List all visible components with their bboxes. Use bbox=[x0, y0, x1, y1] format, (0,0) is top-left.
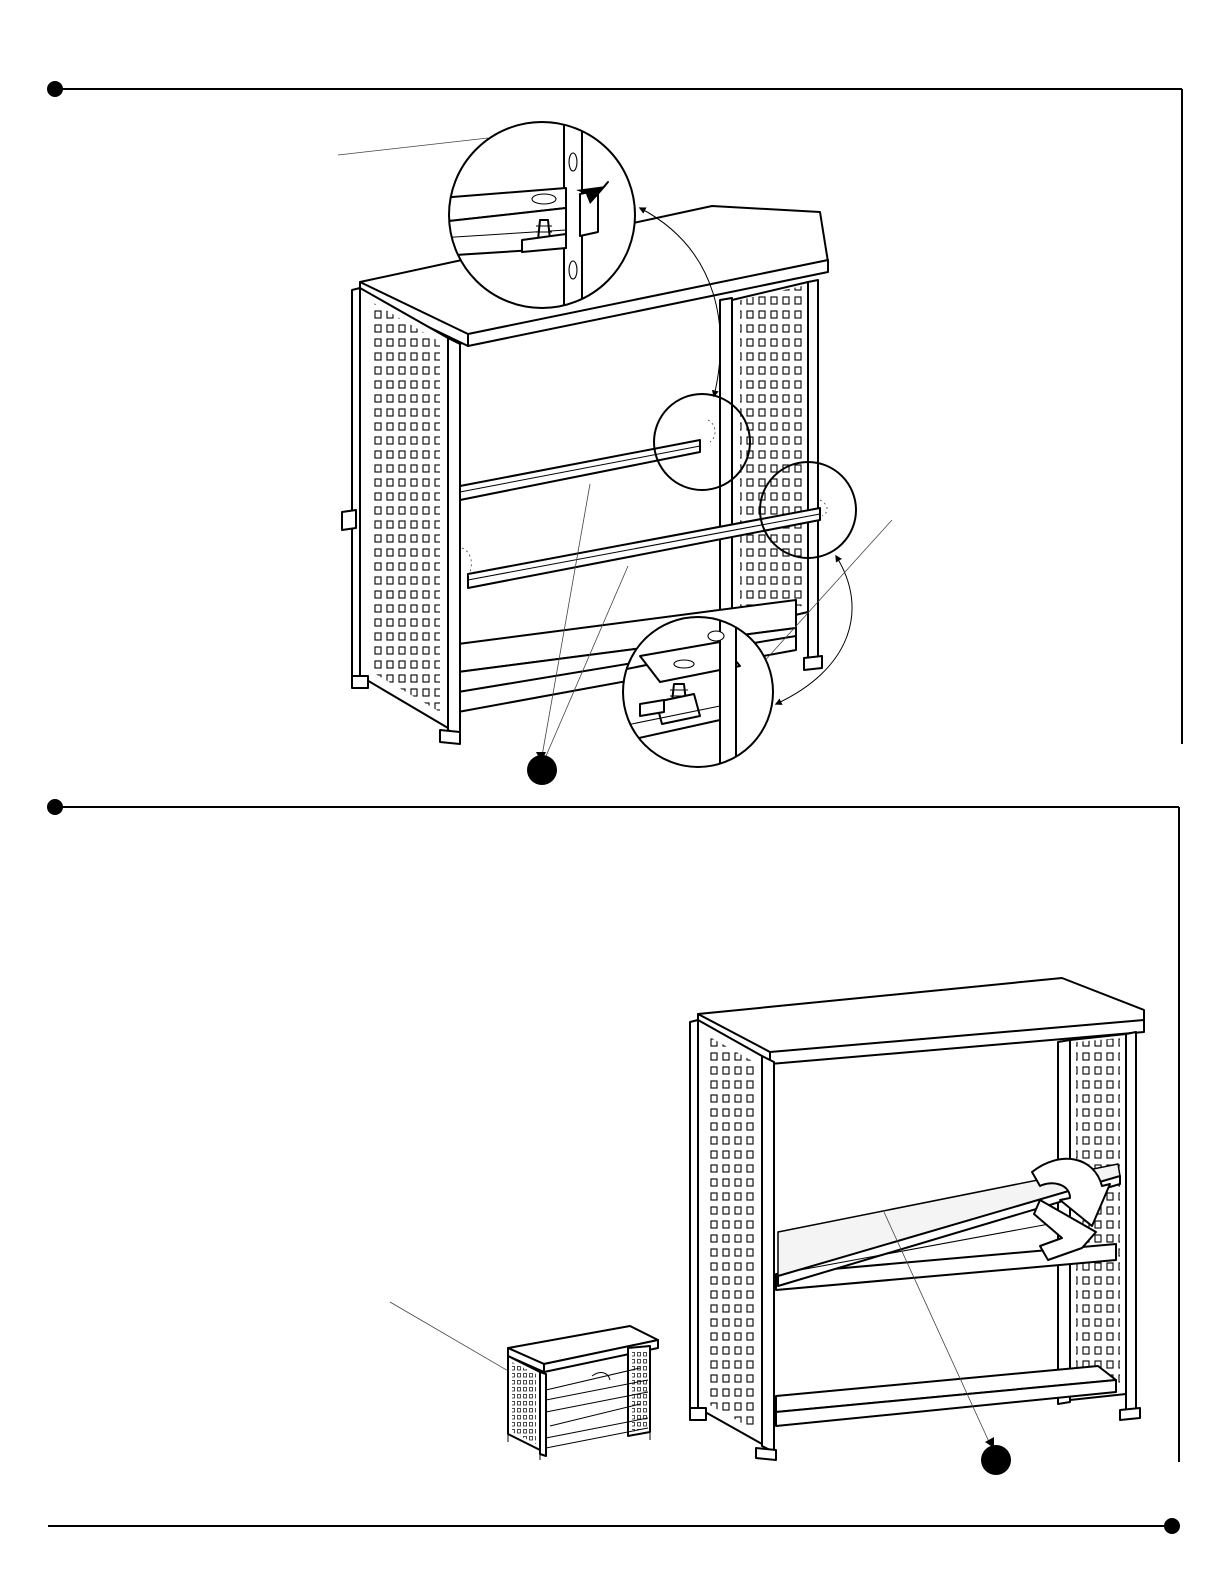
leader-line-thumbnail bbox=[390, 1302, 510, 1372]
footer bbox=[48, 1518, 1180, 1534]
part-marker-step-a-icon bbox=[527, 755, 557, 785]
step-b-bookcase bbox=[690, 978, 1144, 1460]
part-leader-1 bbox=[542, 484, 590, 756]
footer-bullet-icon bbox=[1164, 1518, 1180, 1534]
overview-thumbnail-bookcase bbox=[508, 1326, 658, 1460]
leader-line-top-left bbox=[338, 138, 488, 155]
step-b-frame bbox=[47, 799, 1179, 1462]
part-marker-step-b-icon bbox=[981, 1445, 1011, 1475]
